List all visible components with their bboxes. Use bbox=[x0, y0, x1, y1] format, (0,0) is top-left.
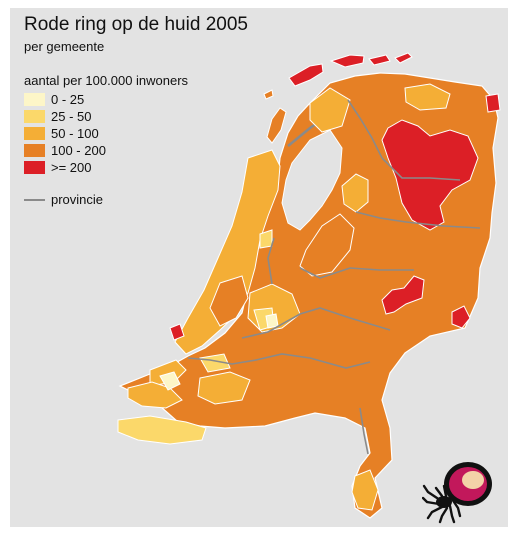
legend-item: 50 - 100 bbox=[24, 126, 99, 141]
west-coast-region bbox=[174, 149, 281, 355]
brabant-west bbox=[197, 371, 251, 405]
island-texel bbox=[266, 107, 287, 144]
island-vlieland bbox=[288, 63, 324, 87]
legend-item: >= 200 bbox=[24, 160, 92, 175]
red-oost-groningen bbox=[485, 93, 501, 113]
legend-boundary-line bbox=[24, 198, 45, 201]
legend-label: 0 - 25 bbox=[51, 92, 85, 107]
legend-boundary-item: provincie bbox=[24, 192, 103, 207]
noordoostpolder bbox=[341, 173, 369, 213]
legend-label: 50 - 100 bbox=[51, 126, 99, 141]
legend-label: 25 - 50 bbox=[51, 109, 92, 124]
legend-swatch bbox=[24, 144, 45, 157]
legend-swatch bbox=[24, 161, 45, 174]
red-gelderland bbox=[381, 275, 425, 315]
holland-inland bbox=[209, 275, 249, 327]
island-terschelling bbox=[329, 54, 365, 68]
red-drenthe bbox=[381, 119, 479, 231]
zeeland-red bbox=[169, 323, 185, 341]
legend-item: 0 - 25 bbox=[24, 92, 84, 107]
friesland-orange bbox=[309, 87, 351, 133]
legend-item: 25 - 50 bbox=[24, 109, 91, 124]
tick-icon bbox=[422, 462, 492, 524]
legend-title: aantal per 100.000 inwoners bbox=[24, 73, 189, 88]
groningen-orange bbox=[404, 83, 451, 111]
map-subtitle: per gemeente bbox=[24, 39, 105, 54]
legend-swatch bbox=[24, 110, 45, 123]
netherlands-map bbox=[117, 52, 501, 519]
legend-item: 100 - 200 bbox=[24, 143, 106, 158]
legend-boundary-label: provincie bbox=[51, 192, 104, 207]
legend-label: 100 - 200 bbox=[51, 143, 106, 158]
zeeland-pale bbox=[159, 371, 181, 391]
legend-swatch bbox=[24, 93, 45, 106]
island-small bbox=[263, 89, 274, 100]
legend-label: >= 200 bbox=[51, 160, 92, 175]
pale-area-utrecht bbox=[265, 313, 279, 329]
red-twente bbox=[451, 305, 471, 329]
map-frame: Rode ring op de huid 2005 per gemeente a… bbox=[10, 8, 508, 527]
island-ameland bbox=[368, 54, 391, 66]
yellow-area-3 bbox=[199, 353, 231, 373]
island-schiermonnikoog bbox=[394, 52, 413, 64]
map-title: Rode ring op de huid 2005 bbox=[24, 14, 248, 35]
province-boundaries bbox=[187, 99, 481, 455]
zeeuws-vlaanderen bbox=[117, 415, 207, 445]
legend-swatch bbox=[24, 127, 45, 140]
limburg-south bbox=[351, 469, 379, 511]
